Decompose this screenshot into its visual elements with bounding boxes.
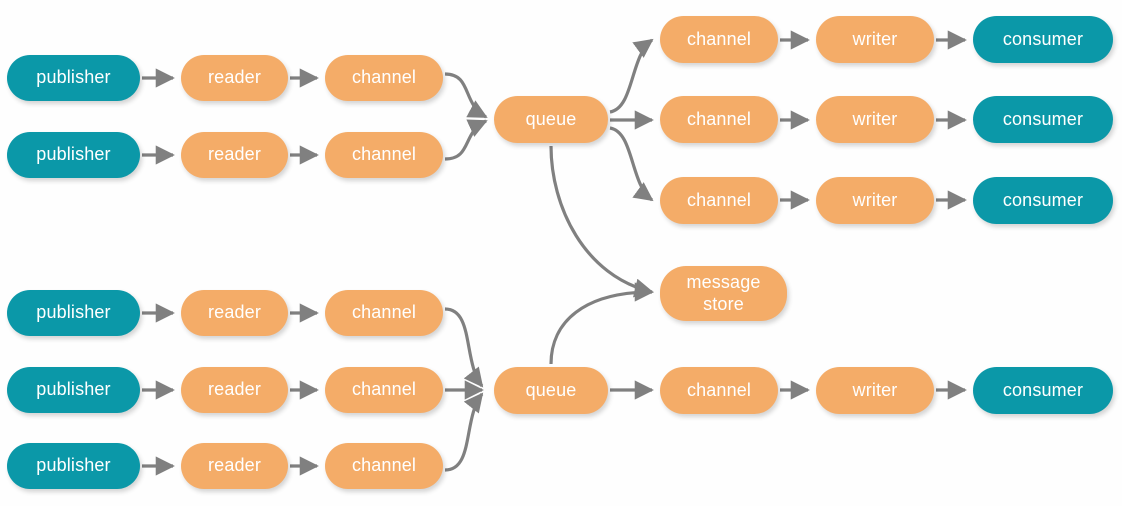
node-consumer-3[interactable]: consumer bbox=[973, 177, 1113, 224]
node-label: channel bbox=[686, 108, 752, 129]
edge-queue-top-channel-r3 bbox=[609, 126, 654, 202]
node-label: consumer bbox=[1002, 108, 1084, 129]
node-channel-right-3[interactable]: channel bbox=[660, 177, 778, 224]
node-publisher-5[interactable]: publisher bbox=[7, 443, 140, 489]
node-channel-left-2[interactable]: channel bbox=[325, 132, 443, 178]
node-label: queue bbox=[525, 379, 577, 400]
node-reader-1[interactable]: reader bbox=[181, 55, 288, 101]
node-queue-top[interactable]: queue bbox=[494, 96, 608, 143]
edge-channel1-queue-top bbox=[444, 72, 488, 119]
node-label: publisher bbox=[36, 379, 111, 400]
edge-channel3-queue-bottom bbox=[444, 307, 484, 388]
edge-channel2-queue-top bbox=[444, 119, 488, 161]
node-writer-4[interactable]: writer bbox=[816, 367, 934, 414]
node-label: channel bbox=[351, 302, 417, 323]
node-writer-2[interactable]: writer bbox=[816, 96, 934, 143]
node-label: reader bbox=[208, 67, 261, 88]
node-publisher-2[interactable]: publisher bbox=[7, 132, 140, 178]
node-writer-1[interactable]: writer bbox=[816, 16, 934, 63]
node-reader-5[interactable]: reader bbox=[181, 443, 288, 489]
node-label: publisher bbox=[36, 144, 111, 165]
node-label: writer bbox=[852, 379, 898, 400]
node-channel-right-4[interactable]: channel bbox=[660, 367, 778, 414]
node-reader-4[interactable]: reader bbox=[181, 367, 288, 413]
node-writer-3[interactable]: writer bbox=[816, 177, 934, 224]
node-reader-3[interactable]: reader bbox=[181, 290, 288, 336]
edge-channel5-queue-bottom bbox=[444, 392, 484, 472]
node-label: channel bbox=[351, 379, 417, 400]
node-label: consumer bbox=[1002, 379, 1084, 400]
node-message-store[interactable]: message store bbox=[660, 266, 787, 321]
node-label: reader bbox=[208, 379, 261, 400]
node-queue-bottom[interactable]: queue bbox=[494, 367, 608, 414]
node-label: channel bbox=[686, 28, 752, 49]
node-publisher-4[interactable]: publisher bbox=[7, 367, 140, 413]
node-label: reader bbox=[208, 302, 261, 323]
node-label: reader bbox=[208, 144, 261, 165]
node-label: writer bbox=[852, 108, 898, 129]
node-label: queue bbox=[525, 108, 577, 129]
node-channel-right-1[interactable]: channel bbox=[660, 16, 778, 63]
node-consumer-2[interactable]: consumer bbox=[973, 96, 1113, 143]
node-consumer-4[interactable]: consumer bbox=[973, 367, 1113, 414]
node-publisher-1[interactable]: publisher bbox=[7, 55, 140, 101]
node-label: writer bbox=[852, 28, 898, 49]
node-channel-right-2[interactable]: channel bbox=[660, 96, 778, 143]
node-label: channel bbox=[686, 189, 752, 210]
node-label: channel bbox=[351, 455, 417, 476]
node-label: channel bbox=[351, 67, 417, 88]
node-channel-left-1[interactable]: channel bbox=[325, 55, 443, 101]
node-channel-left-4[interactable]: channel bbox=[325, 367, 443, 413]
node-reader-2[interactable]: reader bbox=[181, 132, 288, 178]
message-store-label-line-1: message bbox=[686, 272, 761, 293]
node-label: channel bbox=[686, 379, 752, 400]
node-label: consumer bbox=[1002, 189, 1084, 210]
node-channel-left-3[interactable]: channel bbox=[325, 290, 443, 336]
node-channel-left-5[interactable]: channel bbox=[325, 443, 443, 489]
node-label: writer bbox=[852, 189, 898, 210]
edge-queue-top-message-store bbox=[549, 145, 654, 298]
node-label: channel bbox=[351, 144, 417, 165]
message-store-label-line-2: store bbox=[703, 293, 744, 314]
node-label: publisher bbox=[36, 67, 111, 88]
node-publisher-3[interactable]: publisher bbox=[7, 290, 140, 336]
node-label: consumer bbox=[1002, 28, 1084, 49]
node-label: publisher bbox=[36, 302, 111, 323]
edge-queue-top-channel-r1 bbox=[609, 38, 654, 114]
node-label: reader bbox=[208, 455, 261, 476]
node-consumer-1[interactable]: consumer bbox=[973, 16, 1113, 63]
node-label: publisher bbox=[36, 455, 111, 476]
edge-queue-bottom-message-store bbox=[549, 282, 654, 365]
